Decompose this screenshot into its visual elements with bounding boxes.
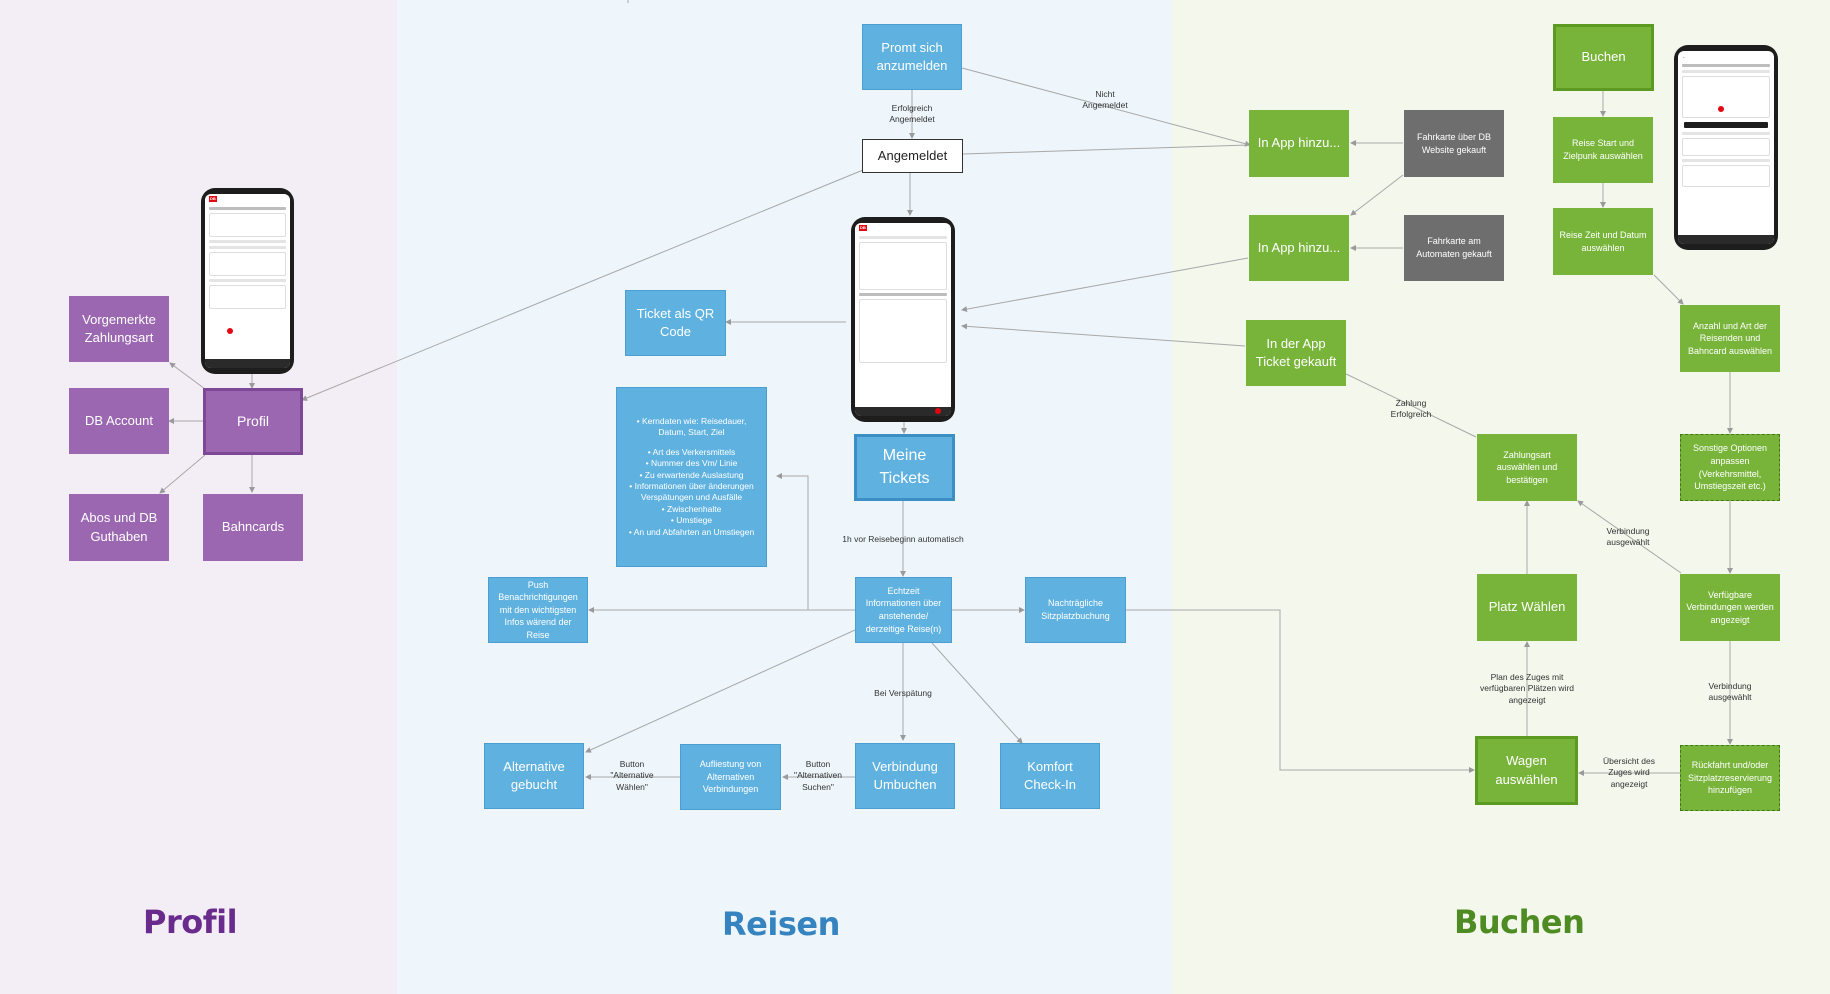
kerndaten-intro: Kerndaten wie: Reisedauer, Datum, Start,… [627,416,756,439]
node-kerndaten: Kerndaten wie: Reisedauer, Datum, Start,… [616,387,767,567]
node-promt-anmelden[interactable]: Promt sich anzumelden [862,24,962,90]
zone-title-reisen: Reisen [722,905,840,943]
label-uebersicht-zuges: Übersicht des Zuges wird angezeigt [1603,756,1655,789]
node-fahrkarte-website[interactable]: Fahrkarte über DB Website gekauft [1404,110,1504,177]
zone-profil [0,0,397,994]
kerndaten-list: Kerndaten wie: Reisedauer, Datum, Start,… [627,416,756,539]
kerndaten-item: Zu erwartende Auslastung [627,470,756,481]
node-alternative-gebucht[interactable]: Alternative gebucht [484,743,584,809]
node-komfort-checkin[interactable]: Komfort Check-In [1000,743,1100,809]
phone-navbar [1678,235,1774,244]
node-ticket-qr[interactable]: Ticket als QR Code [625,290,726,356]
label-button-alt-waehlen: Button "Alternative Wählen" [610,759,654,792]
screen-heading-icon: ← [1682,53,1686,59]
node-verfuegbare-verbindungen[interactable]: Verfügbare Verbindungen werden angezeigt [1680,574,1780,641]
node-zahlungsart[interactable]: Zahlungsart auswählen und bestätigen [1477,434,1577,501]
edge-echtzeit-alternative [585,629,856,753]
edge-profil-vorgemerkte [169,362,206,390]
db-logo-icon: DB [209,196,217,202]
edge-promt-apphinzu [961,67,1251,147]
node-bahncards[interactable]: Bahncards [203,494,303,561]
node-sonstige-optionen[interactable]: Sonstige Optionen anpassen (Verkehrsmitt… [1680,434,1780,501]
phone-screen: DB [205,194,290,368]
edge-apphinzu-angemeldet [931,144,1249,158]
node-app-ticket-gekauft[interactable]: In der App Ticket gekauft [1246,320,1346,386]
kerndaten-item: An und Abfahrten an Umstiegen [627,527,756,538]
label-bei-verspaetung: Bei Verspätung [874,688,932,698]
label-plan-des-zuges: Plan des Zuges mit verfügbaren Plätzen w… [1479,672,1575,705]
label-verbindung-ausgewaehlt-1: Verbindung ausgewählt [1606,526,1650,548]
node-sitzplatzbuchung[interactable]: Nachträgliche Sitzplatzbuchung [1025,577,1126,643]
node-buchen[interactable]: Buchen [1553,24,1654,91]
node-db-account[interactable]: DB Account [69,388,169,454]
node-verbindung-umbuchen[interactable]: Verbindung Umbuchen [855,743,955,809]
phone-mockup-profil: DB [201,188,294,374]
label-erfolgreich-angemeldet: Erfolgreich Angemeldet [889,103,935,125]
phone-mockup-buchen: ← [1674,45,1778,250]
node-echtzeit[interactable]: Echtzeit Informationen über anstehende/ … [855,577,952,643]
node-platz-waehlen[interactable]: Platz Wählen [1477,574,1577,641]
edge-profil-abos [159,454,206,494]
phone-screen: DB [855,223,951,416]
node-meine-tickets[interactable]: Meine Tickets [854,434,955,501]
search-button-shape [1684,122,1768,128]
node-profil[interactable]: Profil [203,388,303,455]
phone-screen: ← [1678,51,1774,244]
edge-sitzplatz-wagen [1126,609,1475,773]
kerndaten-item: Nummer des Vm/ Linie [627,458,756,469]
edge-appticket-phone [961,323,1246,347]
edge-apphinzu2-phone [961,257,1249,313]
label-vor-reisebeginn: 1h vor Reisebeginn automatisch [842,534,964,544]
node-app-hinzu-1[interactable]: In App hinzu... [1249,110,1349,177]
node-aufliestung[interactable]: Aufliestung von Alternativen Verbindunge… [680,744,781,810]
edge-verfuegbar-zahlung [1577,500,1682,574]
record-dot-icon [935,408,941,414]
node-reise-start-ziel[interactable]: Reise Start und Zielpunk auswählen [1553,117,1653,183]
label-verbindung-ausgewaehlt-2: Verbindung ausgewählt [1708,681,1752,703]
node-abos-guthaben[interactable]: Abos und DB Guthaben [69,494,169,561]
edge-zeit-anzahl [1653,274,1684,305]
edge-website-apphinzu2 [1350,174,1404,216]
node-fahrkarte-automat[interactable]: Fahrkarte am Automaten gekauft [1404,215,1504,281]
kerndaten-item: Informationen über änderungen Verspätung… [627,481,756,504]
db-logo-icon: DB [859,225,867,231]
node-app-hinzu-2[interactable]: In App hinzu... [1249,215,1349,281]
node-rueckfahrt[interactable]: Rückfahrt und/oder Sitzplatzreservierung… [1680,745,1780,811]
zone-title-profil: Profil [143,903,238,941]
edge-angemeldet-profil [301,169,864,401]
kerndaten-item: Zwischenhalte [627,504,756,515]
kerndaten-item: Art des Verkersmittels [627,447,756,458]
node-angemeldet[interactable]: Angemeldet [862,139,963,173]
label-nicht-angemeldet: Nicht Angemeldet [1082,89,1128,111]
node-reise-zeit-datum[interactable]: Reise Zeit und Datum auswählen [1553,208,1653,275]
node-vorgemerkte-zahlungsart[interactable]: Vorgemerkte Zahlungsart [69,296,169,362]
label-button-alt-suchen: Button "Alternativen Suchen" [794,759,842,792]
touch-indicator-icon [227,328,233,334]
zone-reisen [397,0,1172,994]
node-wagen-auswaehlen[interactable]: Wagen auswählen [1475,736,1578,805]
node-push[interactable]: Push Benachrichtigungen mit den wichtigs… [488,577,588,643]
touch-indicator-icon [1718,106,1724,112]
edge-zahlung-appticket [1337,369,1477,438]
phone-mockup-reisen: DB [851,217,955,422]
label-zahlung-erfolgreich: Zahlung Erfolgreich [1390,398,1432,420]
node-anzahl-reisende[interactable]: Anzahl und Art der Reisenden und Bahncar… [1680,305,1780,372]
phone-navbar [855,407,951,416]
edge-echtzeit-komfort [931,642,1023,744]
zone-title-buchen: Buchen [1454,903,1585,941]
phone-navbar [205,359,290,368]
kerndaten-item: Umstiege [627,515,756,526]
